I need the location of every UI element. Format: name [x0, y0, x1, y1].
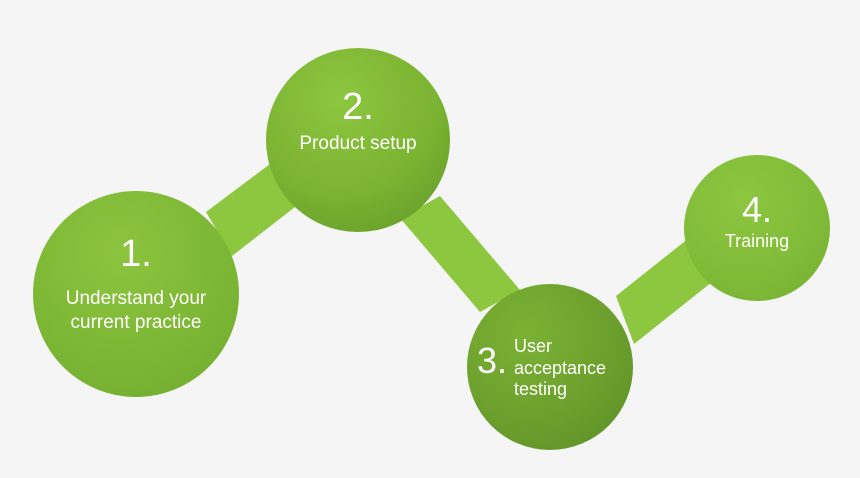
step-4-circle: 4. Training: [684, 155, 830, 301]
connector-2-3: [400, 196, 520, 312]
step-1-number: 1.: [120, 233, 152, 275]
step-2-label: Product setup: [299, 133, 417, 154]
step-4-label: Training: [724, 231, 790, 251]
step-4-number: 4.: [741, 189, 773, 230]
step-2-circle: 2. Product setup: [266, 48, 450, 232]
step-2-number: 2.: [342, 86, 374, 128]
step-3-number: 3.: [477, 340, 508, 381]
